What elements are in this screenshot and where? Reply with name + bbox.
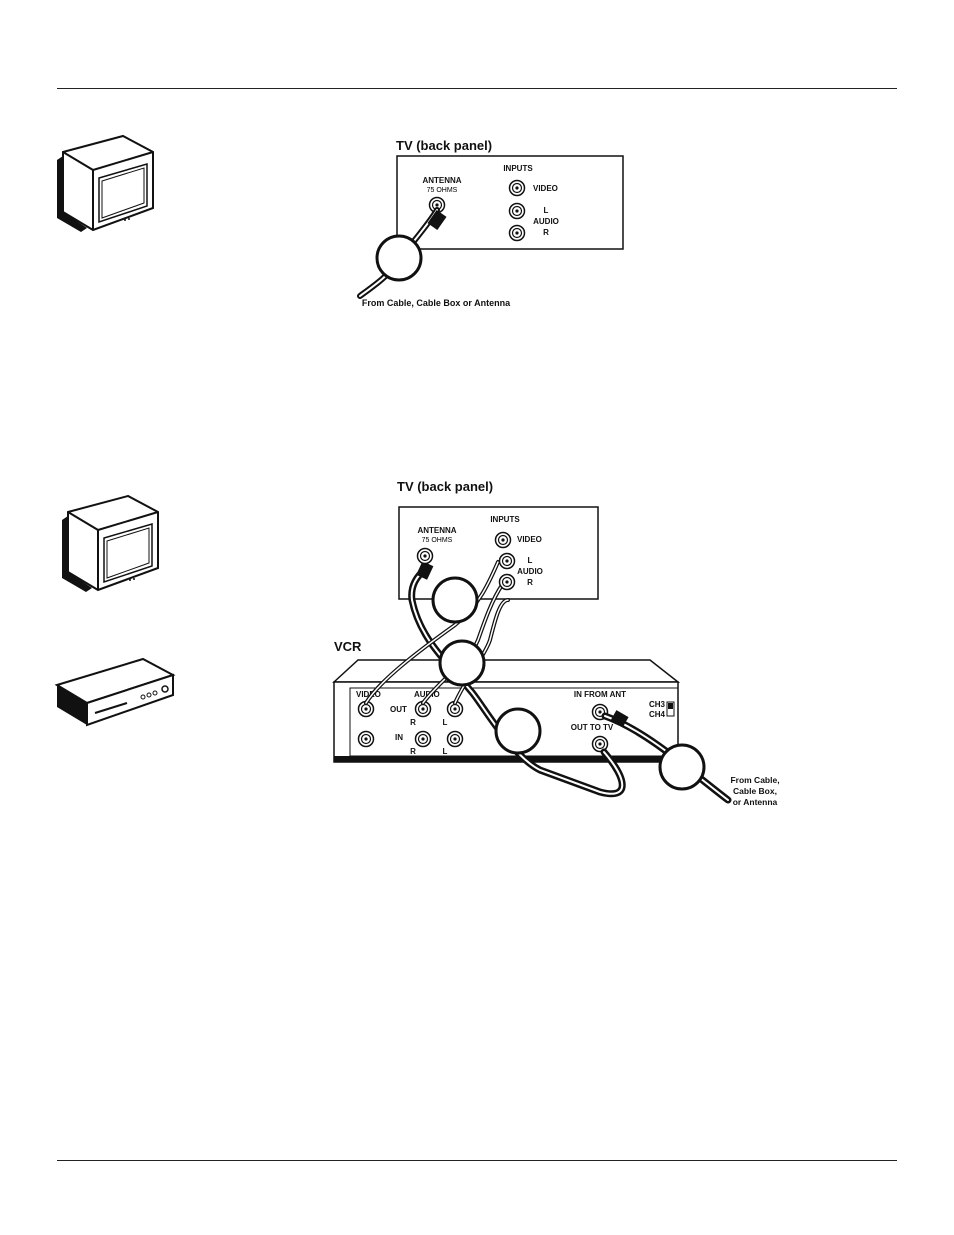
step-callout-circle bbox=[658, 743, 706, 791]
tv-antenna-jack bbox=[416, 547, 434, 565]
step-callout-circle bbox=[375, 234, 423, 282]
audio-l-label: L bbox=[544, 206, 549, 215]
vcr-label: VCR bbox=[334, 639, 362, 654]
antenna-label: ANTENNA bbox=[417, 526, 456, 535]
video-label: VIDEO bbox=[533, 184, 558, 193]
vcr-out-l-label: L bbox=[443, 718, 448, 727]
video-label: VIDEO bbox=[517, 535, 542, 544]
bottom-rule bbox=[57, 1160, 897, 1161]
ch4-label: CH4 bbox=[649, 710, 666, 719]
tv-audio-r-input-jack bbox=[498, 573, 516, 591]
step-callout-circle bbox=[438, 639, 486, 687]
vcr-video-label: VIDEO bbox=[356, 690, 381, 699]
audio-r-input-jack bbox=[508, 224, 526, 242]
diagram-tv-vcr: TV (back panel) INPUTS ANTENNA 75 OHMS V… bbox=[332, 479, 780, 807]
vcr-audio-label: AUDIO bbox=[414, 690, 440, 699]
source-label: From Cable, Cable Box or Antenna bbox=[362, 298, 511, 308]
audio-r-label: R bbox=[527, 578, 533, 587]
top-rule bbox=[57, 88, 897, 89]
vcr-in-r-label: R bbox=[410, 747, 416, 756]
ohms-label: 75 OHMS bbox=[422, 537, 453, 544]
audio-l-input-jack bbox=[508, 202, 526, 220]
diagram-tv-antenna: TV (back panel) INPUTS ANTENNA 75 OHMS V… bbox=[357, 138, 624, 308]
inputs-label: INPUTS bbox=[503, 164, 533, 173]
vcr-audio-in-r-jack bbox=[414, 730, 432, 748]
source-label-line1: From Cable, bbox=[730, 775, 779, 785]
ohms-label: 75 OHMS bbox=[427, 187, 458, 194]
step-callout-circle bbox=[431, 576, 479, 624]
tv-icon bbox=[57, 134, 154, 232]
tv-video-input-jack bbox=[494, 531, 512, 549]
step-callout-circle bbox=[494, 707, 542, 755]
vcr-in-label: IN bbox=[395, 733, 403, 742]
source-label-line3: or Antenna bbox=[733, 797, 778, 807]
in-from-ant-label: IN FROM ANT bbox=[574, 690, 626, 699]
vcr-out-r-label: R bbox=[410, 718, 416, 727]
antenna-label: ANTENNA bbox=[422, 176, 461, 185]
tv-icon bbox=[62, 494, 159, 592]
audio-l-label: L bbox=[528, 556, 533, 565]
vcr-audio-in-l-jack bbox=[446, 730, 464, 748]
diagram-title: TV (back panel) bbox=[396, 138, 492, 153]
audio-r-label: R bbox=[543, 228, 549, 237]
out-to-tv-label: OUT TO TV bbox=[571, 723, 614, 732]
inputs-label: INPUTS bbox=[490, 515, 520, 524]
vcr-video-in-jack bbox=[357, 730, 375, 748]
audio-label: AUDIO bbox=[533, 217, 559, 226]
vcr-out-label: OUT bbox=[390, 705, 407, 714]
source-label-line2: Cable Box, bbox=[733, 786, 777, 796]
audio-label: AUDIO bbox=[517, 567, 543, 576]
diagram-title: TV (back panel) bbox=[397, 479, 493, 494]
tv-audio-l-input-jack bbox=[498, 552, 516, 570]
vcr-in-l-label: L bbox=[443, 747, 448, 756]
vcr-icon bbox=[54, 657, 176, 727]
ch3-label: CH3 bbox=[649, 700, 666, 709]
video-input-jack bbox=[508, 179, 526, 197]
